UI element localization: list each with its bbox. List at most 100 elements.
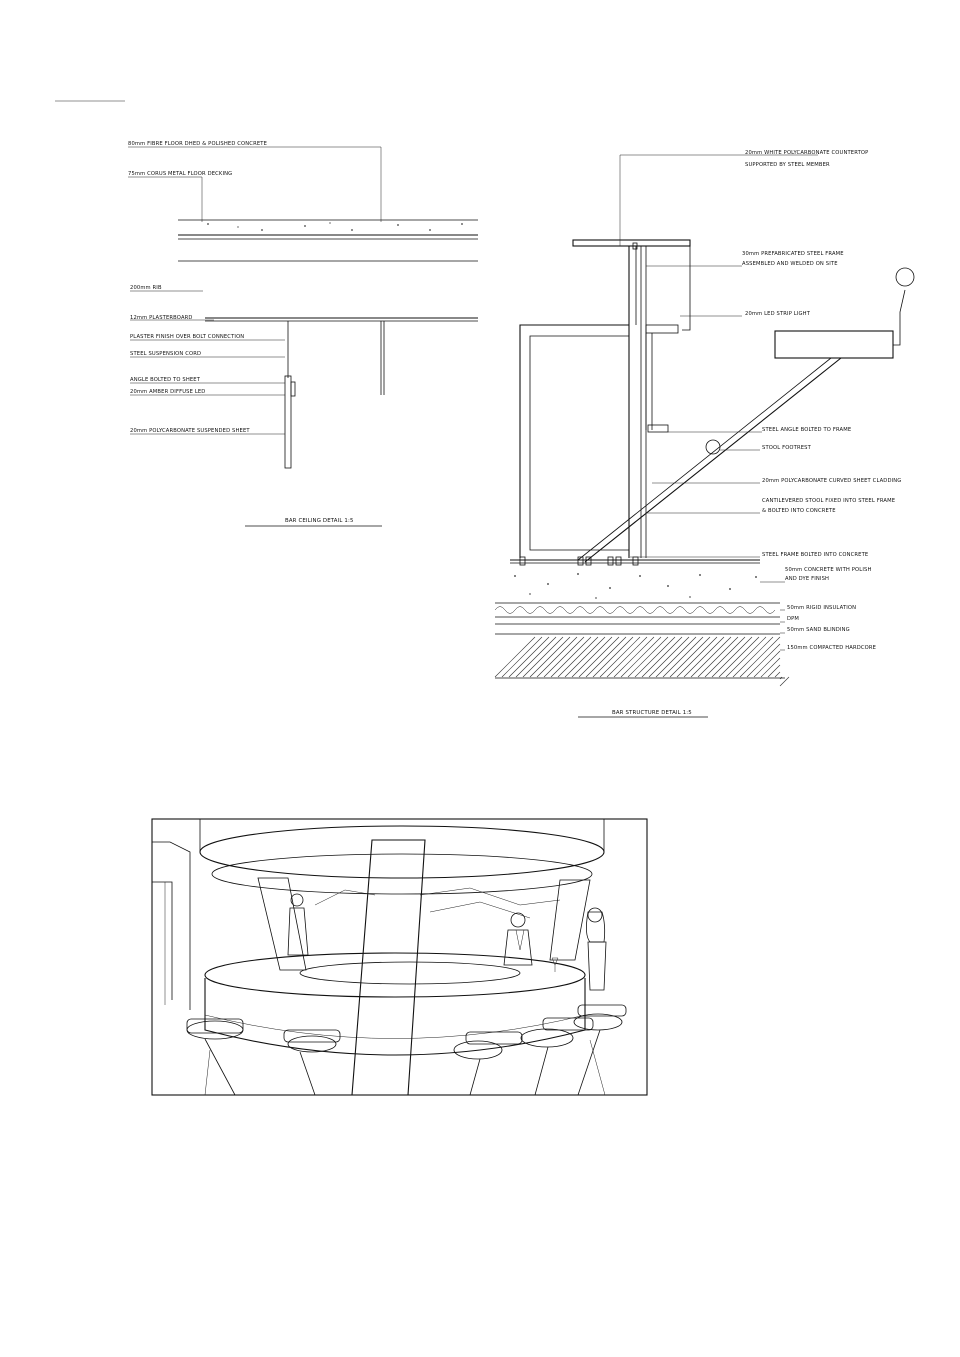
- hatch-line: [648, 636, 690, 678]
- label-plaster: PLASTER FINISH OVER BOLT CONNECTION: [130, 334, 244, 340]
- hatch-line: [739, 636, 781, 678]
- column-right: [549, 879, 591, 961]
- hatch-line: [543, 636, 585, 678]
- stool-3: [453, 1031, 523, 1096]
- label-hardcore: 150mm COMPACTED HARDCORE: [787, 645, 876, 651]
- hatch-line: [592, 636, 634, 678]
- hatch-line: [669, 636, 711, 678]
- label-frame: 30mm PREFABRICATED STEEL FRAME: [742, 251, 844, 257]
- hatch-line: [774, 671, 781, 678]
- countertop-support: [682, 245, 691, 331]
- hatch-line: [536, 636, 578, 678]
- hatch-line: [550, 636, 592, 678]
- person-bartender: [503, 912, 533, 966]
- hatch-line: [704, 636, 746, 678]
- stool-leg-extra-2: [589, 1039, 606, 1096]
- hatch-line: [606, 636, 648, 678]
- label-concrete: 50mm CONCRETE WITH POLISH: [785, 567, 872, 573]
- label-dpm: DPM: [787, 616, 799, 622]
- stool-cantilever-arm: [584, 357, 842, 563]
- column-left: [257, 877, 307, 971]
- bar-counter-inner: [299, 961, 521, 985]
- leader-countertop: [619, 154, 818, 240]
- led-channel: [645, 324, 679, 334]
- cocktail-glass: [551, 957, 559, 972]
- countertop: [572, 239, 691, 247]
- canopy-lower: [211, 853, 593, 895]
- hatch-line: [697, 636, 739, 678]
- stair-line-1: [419, 887, 561, 906]
- hatch-line: [641, 636, 683, 678]
- label-rib: 200mm RIB: [130, 285, 162, 291]
- label-frame-2: ASSEMBLED AND WELDED ON SITE: [742, 261, 838, 267]
- leader-floor: [128, 146, 382, 222]
- bar-perspective-sketch: [151, 818, 648, 1096]
- stool-cantilever-arm-inner: [577, 357, 832, 561]
- anchor-bolts: [519, 556, 639, 566]
- label-footrest: STOOL FOOTREST: [762, 445, 812, 451]
- label-concrete-2: AND DYE FINISH: [785, 576, 829, 582]
- label-cord: STEEL SUSPENSION CORD: [130, 351, 201, 357]
- hatch-line: [571, 636, 613, 678]
- hatch-line: [620, 636, 662, 678]
- structure-detail-title: BAR STRUCTURE DETAIL 1:5: [612, 710, 692, 716]
- concrete-dots: [513, 572, 758, 599]
- hatch-line: [725, 636, 767, 678]
- hatch-line: [599, 636, 641, 678]
- stool-4: [520, 1017, 594, 1096]
- hatch-line: [494, 636, 536, 678]
- label-blinding: 50mm SAND BLINDING: [787, 627, 850, 633]
- left-wall: [152, 841, 191, 1010]
- bar-counter-top: [204, 952, 586, 998]
- stool-seat: [774, 330, 894, 359]
- hatch-line: [627, 636, 669, 678]
- hatch-line: [746, 643, 781, 678]
- stair-line-2: [429, 901, 531, 919]
- person-left: [287, 893, 309, 956]
- stool-footrest: [705, 439, 721, 455]
- frame-bolt-top: [632, 242, 638, 250]
- label-cantilever-2: & BOLTED INTO CONCRETE: [762, 508, 836, 514]
- stool-leg-extra-1: [204, 1049, 211, 1096]
- label-cantilever: CANTILEVERED STOOL FIXED INTO STEEL FRAM…: [762, 498, 895, 504]
- label-floor: 80mm FIBRE FLOOR DHED & POLISHED CONCRET…: [128, 141, 267, 147]
- hatch-line: [779, 676, 790, 687]
- hatch-line: [522, 636, 564, 678]
- hatch-line: [515, 636, 557, 678]
- label-decking: 75mm CORUS METAL FLOOR DECKING: [128, 171, 232, 177]
- hatch-line: [564, 636, 606, 678]
- ceiling-detail-title: BAR CEILING DETAIL 1:5: [285, 518, 354, 524]
- hatch-line: [613, 636, 655, 678]
- slab-aggregate-dots: [207, 222, 463, 231]
- stool-1: [186, 1018, 244, 1096]
- stool-2: [283, 1029, 341, 1096]
- label-steel-angle: STEEL ANGLE BOLTED TO FRAME: [762, 427, 851, 433]
- polycarbonate-sheet-left: [284, 375, 292, 469]
- hatch-line: [711, 636, 753, 678]
- hatch-line: [501, 636, 543, 678]
- hatch-line: [732, 636, 774, 678]
- hatch-line: [634, 636, 676, 678]
- hardcore-hatch: [494, 636, 790, 687]
- insulation-pattern: [494, 606, 776, 614]
- hatch-line: [718, 636, 760, 678]
- label-led: 20mm AMBER DIFFUSE LED: [130, 389, 205, 395]
- stool-back-knob: [895, 267, 915, 287]
- hatch-line: [690, 636, 732, 678]
- hatch-line: [529, 636, 571, 678]
- left-door: [152, 881, 173, 1000]
- label-angle: ANGLE BOLTED TO SHEET: [130, 377, 201, 383]
- label-insulation: 50mm RIGID INSULATION: [787, 605, 856, 611]
- bar-ceiling-detail: 80mm FIBRE FLOOR DHED & POLISHED CONCRET…: [128, 141, 478, 527]
- label-led-strip: 20mm LED STRIP LIGHT: [745, 311, 811, 317]
- stool-back-rod: [893, 289, 906, 346]
- hatch-line: [557, 636, 599, 678]
- hatch-line: [683, 636, 725, 678]
- hatch-line: [585, 636, 627, 678]
- hatch-line: [655, 636, 697, 678]
- bar-counter-front: [204, 978, 586, 1056]
- hatch-line: [753, 650, 781, 678]
- label-plasterboard: 12mm PLASTERBOARD: [130, 315, 193, 321]
